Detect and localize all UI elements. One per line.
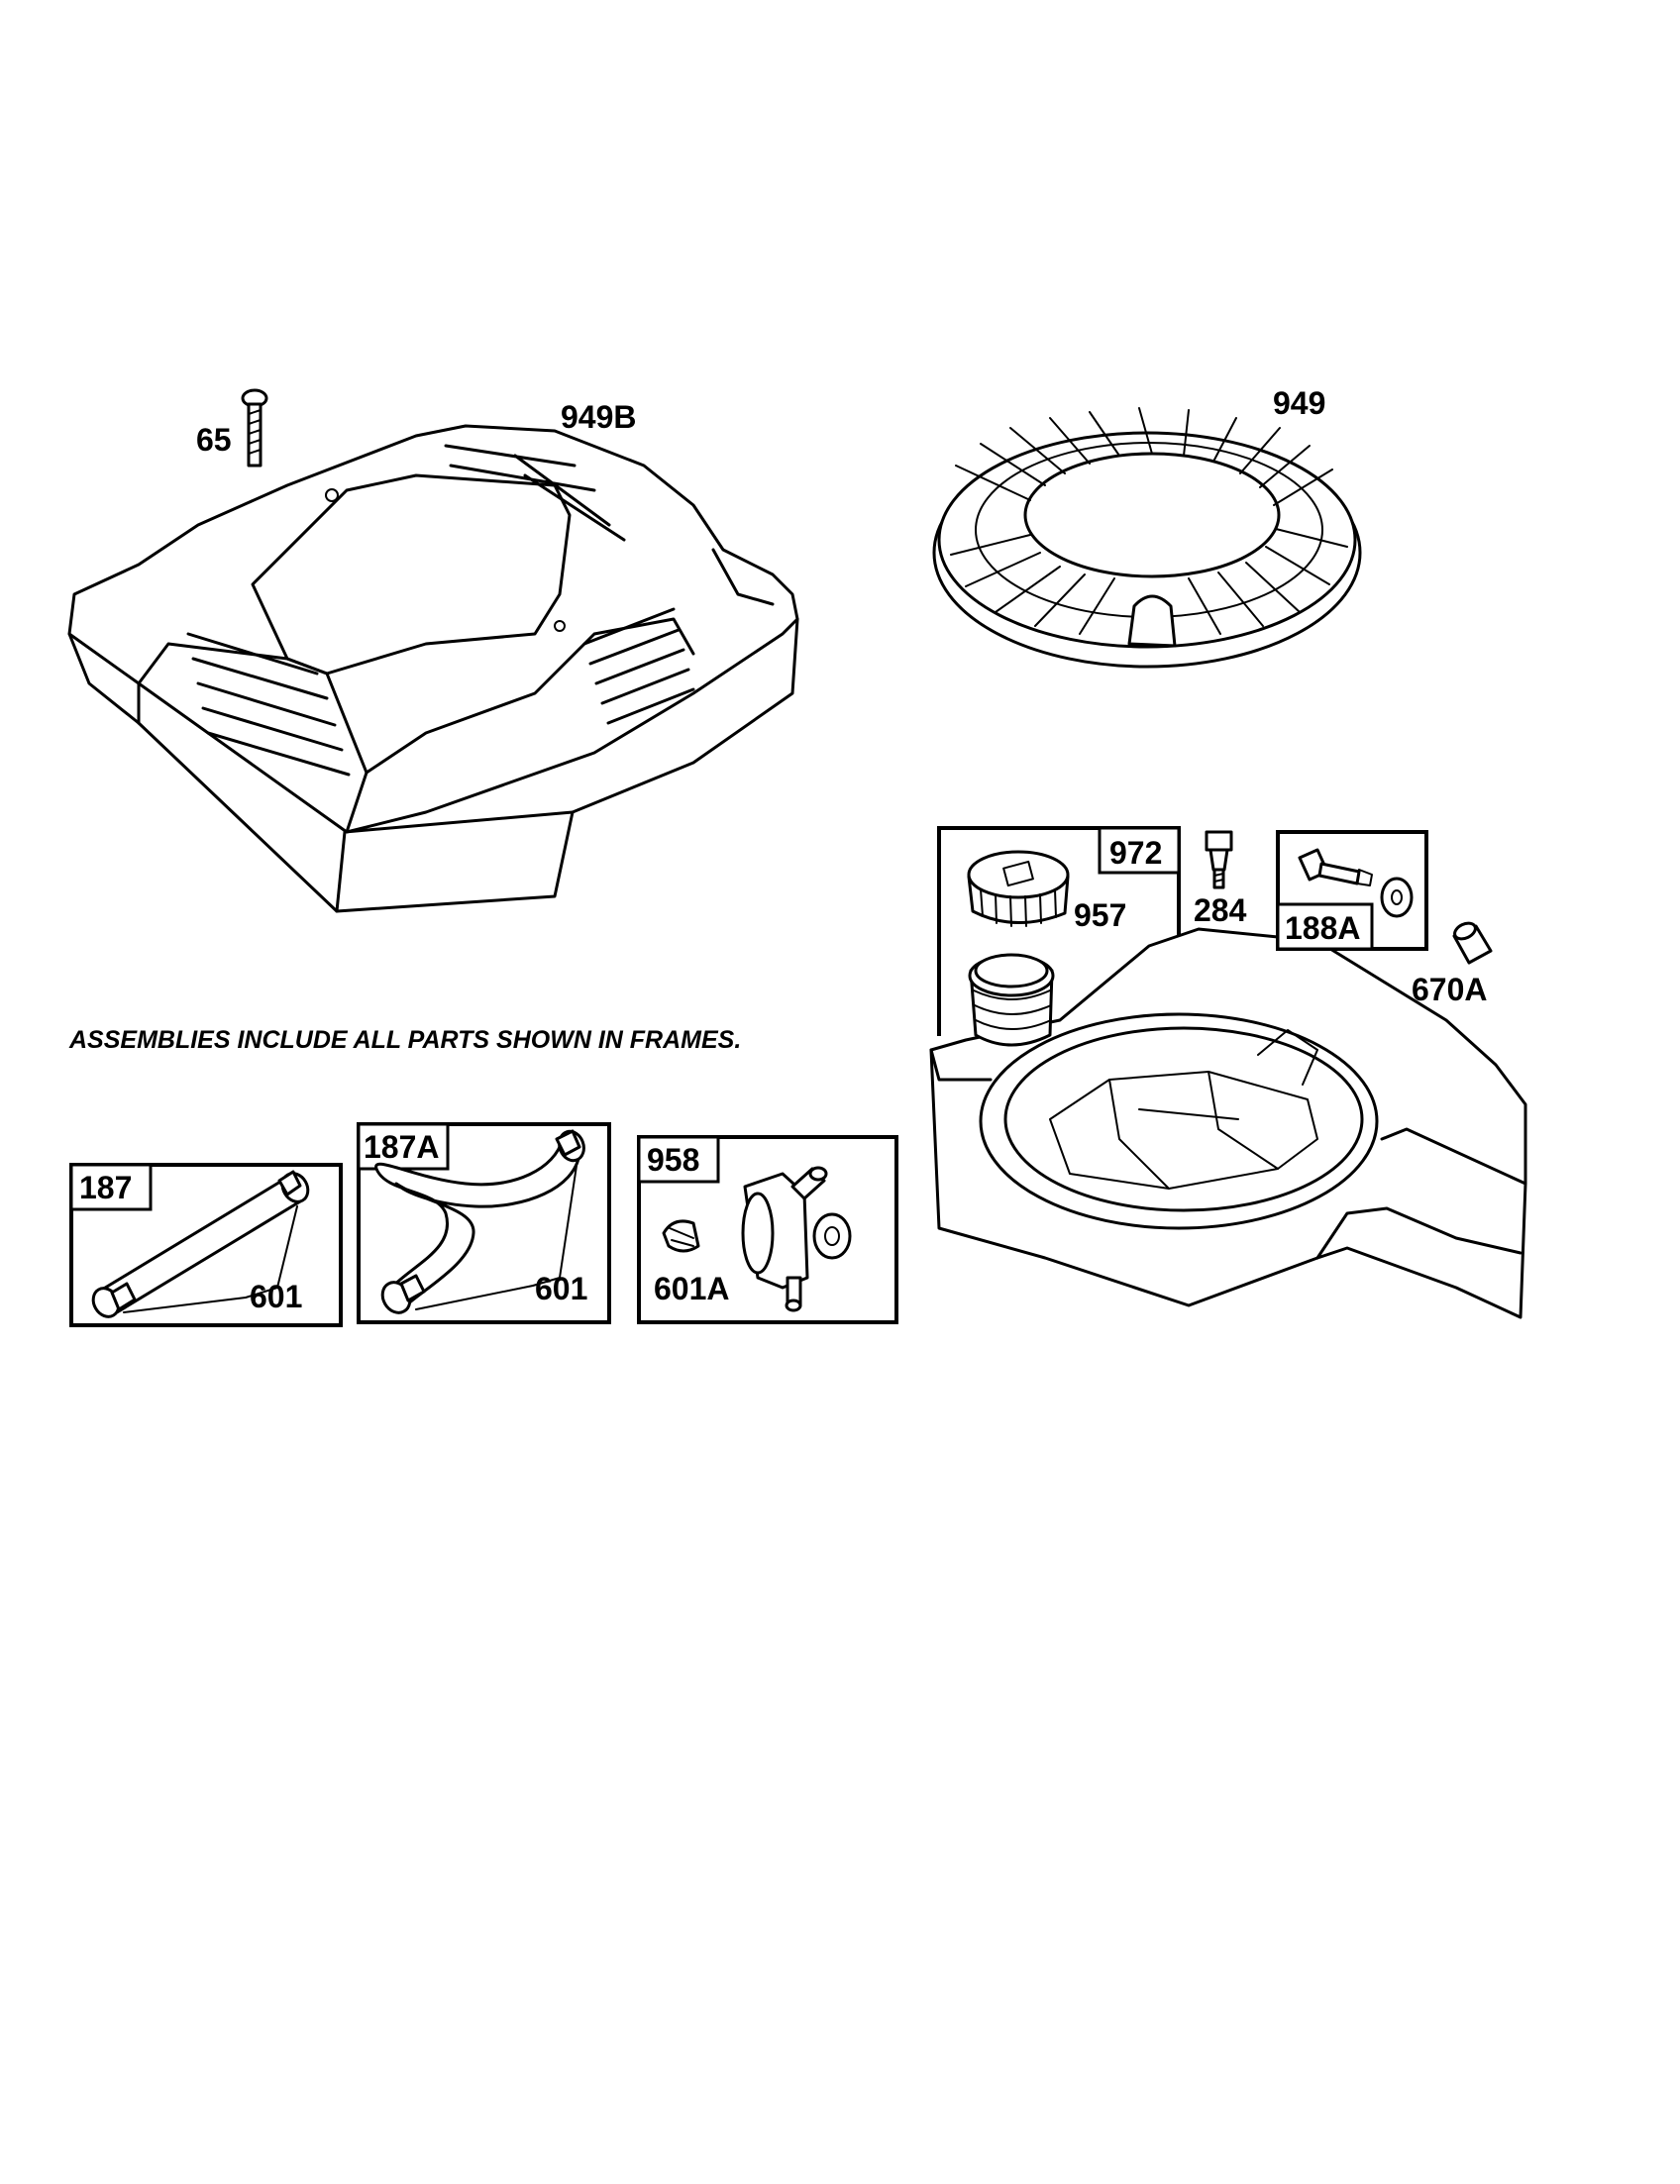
label-187a: 187A: [364, 1129, 440, 1165]
bushing-670a: [1452, 921, 1493, 965]
label-601-left: 601: [250, 1279, 302, 1314]
frame-958: [637, 1135, 898, 1324]
bolt-284: [1205, 830, 1233, 889]
label-601-mid: 601: [535, 1271, 587, 1306]
fuel-cap-957: [967, 850, 1070, 927]
label-958: 958: [647, 1142, 699, 1178]
fuel-tank: [929, 927, 1527, 1319]
label-972: 972: [1109, 835, 1162, 871]
label-65: 65: [196, 422, 232, 458]
assemblies-note: ASSEMBLIES INCLUDE ALL PARTS SHOWN IN FR…: [68, 1026, 741, 1054]
label-601a: 601A: [654, 1271, 730, 1306]
screw-65: [241, 388, 268, 468]
blower-housing-949b: [67, 424, 799, 913]
frame-188a: [1276, 830, 1428, 951]
label-949b: 949B: [561, 399, 637, 435]
label-957: 957: [1074, 897, 1126, 933]
starter-grille-949: [932, 407, 1362, 669]
label-670a: 670A: [1412, 972, 1488, 1007]
label-284: 284: [1194, 892, 1247, 928]
frame-187: [69, 1163, 343, 1327]
label-187: 187: [79, 1170, 132, 1205]
label-949: 949: [1273, 385, 1325, 421]
frame-187a: [357, 1122, 611, 1324]
label-188a: 188A: [1285, 910, 1361, 946]
